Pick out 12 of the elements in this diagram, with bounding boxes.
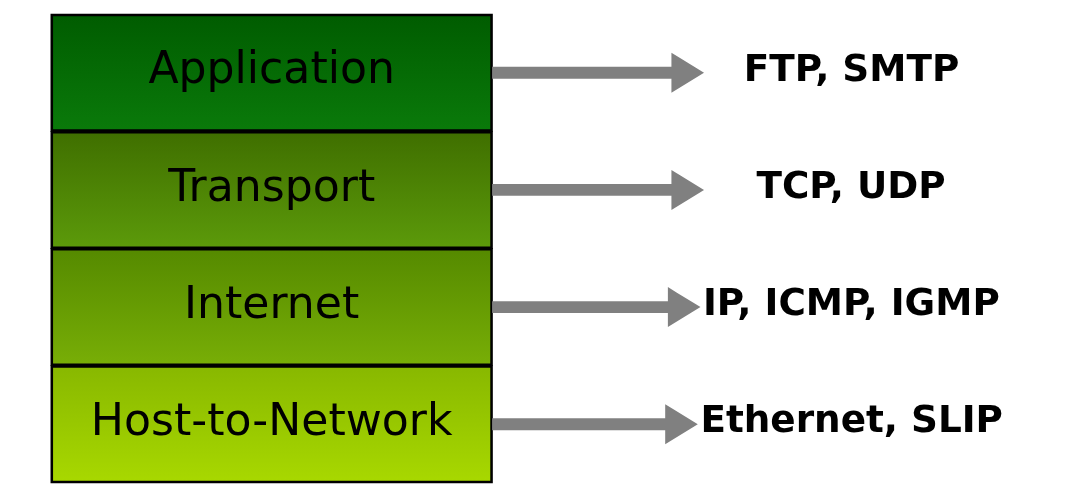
node-box: Transport xyxy=(50,130,493,249)
arrow xyxy=(492,169,705,210)
node-text: IP, ICMP, IGMP xyxy=(702,279,1000,324)
node-text: Ethernet, SLIP xyxy=(700,397,1004,442)
arrow xyxy=(492,404,698,445)
node-box: Host-to-Network xyxy=(50,365,493,484)
node-box: Application xyxy=(50,13,493,132)
node-text: TCP, UDP xyxy=(756,162,946,207)
arrow xyxy=(492,287,701,328)
arrow xyxy=(492,52,705,93)
node-text: FTP, SMTP xyxy=(743,45,960,90)
node-box: Internet xyxy=(50,248,493,367)
